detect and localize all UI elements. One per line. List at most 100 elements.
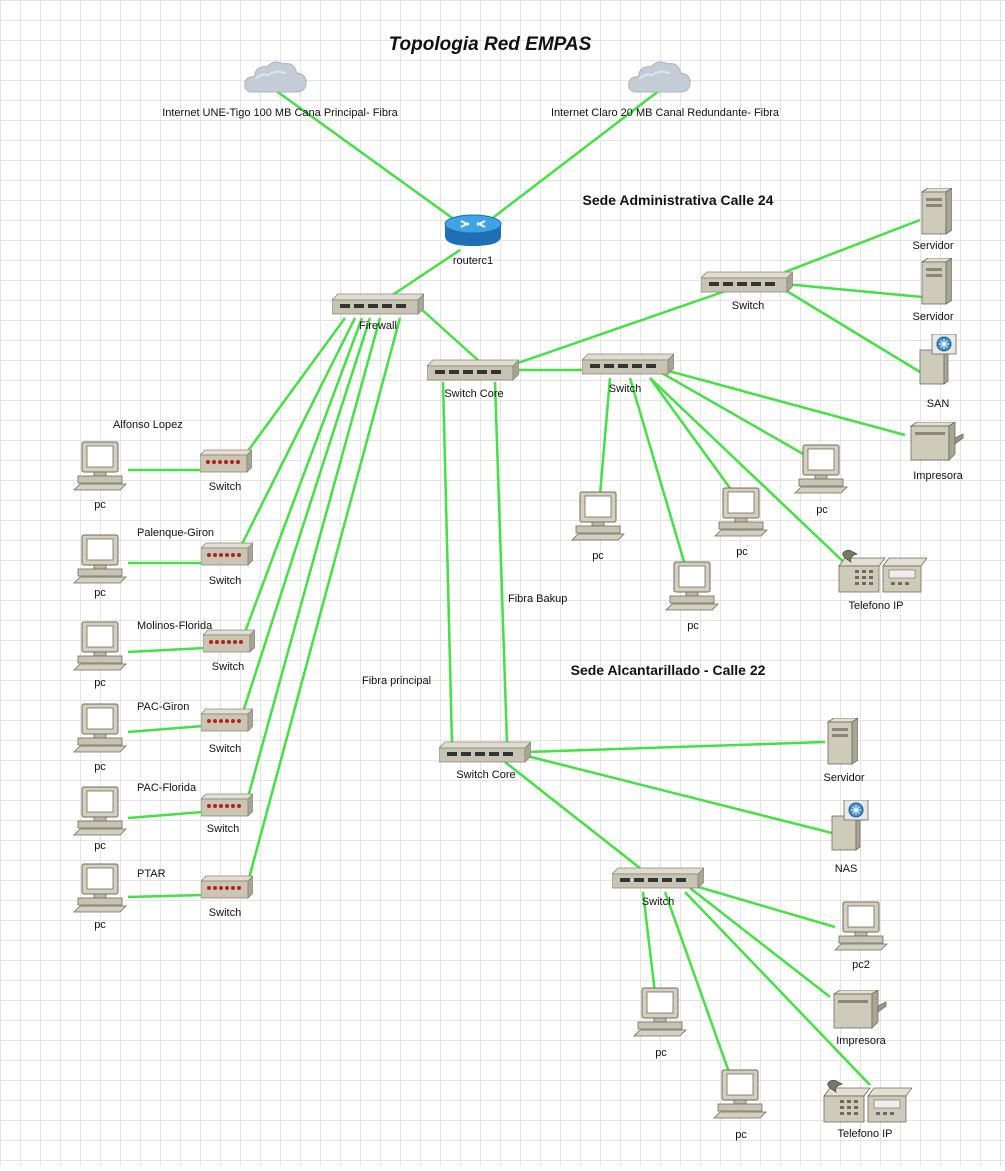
ip-phone-icon <box>823 1080 912 1123</box>
link-internet-redundant <box>489 89 661 221</box>
switch-icon <box>582 353 674 375</box>
pc2-label: pc2 <box>852 959 870 971</box>
internet-primary-label: Internet UNE-Tigo 100 MB Cana Principal-… <box>162 107 398 119</box>
pc-label: pc <box>94 677 106 689</box>
remote-site-1: Alfonso Lopez pc Switch <box>73 419 252 511</box>
pc-label: pc <box>736 546 748 558</box>
link-lan-pc2 <box>628 377 687 566</box>
site-switch-label: Switch <box>209 743 241 755</box>
firewall-label: Firewall <box>359 320 397 332</box>
link-alc-pc-b <box>663 891 732 1076</box>
link-firewall-site-5 <box>246 317 382 798</box>
link-firewall-core-admin <box>419 307 481 363</box>
pc-label: pc <box>94 840 106 852</box>
pc-icon <box>73 534 127 584</box>
remote-site-4: PAC-Giron pc Switch <box>73 701 253 773</box>
server-icon <box>827 718 858 765</box>
section-alcantarillado-label: Sede Alcantarillado - Calle 22 <box>571 662 766 678</box>
switch-servers-label: Switch <box>732 300 764 312</box>
switch-core-icon <box>439 741 531 763</box>
pc-icon <box>665 561 719 611</box>
switch-icon <box>203 629 255 653</box>
pc-icon <box>73 441 127 491</box>
site-switch-label: Switch <box>209 575 241 587</box>
link-site-6-pc <box>127 893 204 899</box>
servidor2-label: Servidor <box>913 311 954 323</box>
pc-label: pc <box>816 504 828 516</box>
router-icon <box>444 214 502 247</box>
pc-label: pc <box>687 620 699 632</box>
switch-core-alc-label: Switch Core <box>456 769 515 781</box>
remote-site-6: PTAR pc Switch <box>73 863 253 931</box>
switch-core-icon <box>427 359 519 381</box>
site-switch-label: Switch <box>209 481 241 493</box>
link-lan-telefono <box>649 377 851 569</box>
link-switch-servidor1 <box>784 218 921 274</box>
link-alc-pc-a <box>641 891 657 994</box>
link-firewall-site-2 <box>238 317 357 549</box>
section-admin-label: Sede Administrativa Calle 24 <box>583 192 774 208</box>
remote-site-2: Palenque-Giron pc Switch <box>73 527 253 599</box>
site-name-label: Alfonso Lopez <box>113 419 183 431</box>
link-lan-impresora <box>664 368 906 437</box>
pc-label: pc <box>94 499 106 511</box>
impresora-alc-label: Impresora <box>836 1035 886 1047</box>
link-fibra-principal <box>441 381 454 745</box>
switch-icon <box>201 708 253 732</box>
pc-label: pc <box>94 761 106 773</box>
servidor-alc-label: Servidor <box>824 772 865 784</box>
server-icon <box>921 188 952 235</box>
san-label: SAN <box>927 398 950 410</box>
san-storage-icon <box>919 334 957 385</box>
router-label: routerc1 <box>453 255 493 267</box>
ip-phone-icon <box>838 550 927 593</box>
link-lan-pc1 <box>598 377 612 496</box>
nas-label: NAS <box>835 863 858 875</box>
printer-icon <box>910 422 964 461</box>
link-alc-impresora <box>689 887 831 998</box>
network-links <box>127 88 926 1086</box>
pc-label: pc <box>592 550 604 562</box>
site-switch-label: Switch <box>209 907 241 919</box>
link-core-alc-nas <box>526 754 833 835</box>
telefono-alc-label: Telefono IP <box>837 1128 892 1140</box>
link-firewall-site-6 <box>246 317 402 883</box>
switch-icon <box>612 867 704 889</box>
pc-icon <box>713 1069 767 1119</box>
link-firewall-site-1 <box>243 317 347 456</box>
link-core-alc-servidor <box>526 740 826 754</box>
link-switch-san <box>784 288 926 377</box>
pc-icon <box>571 491 625 541</box>
diagram-title: Topologia Red EMPAS <box>389 34 592 55</box>
switch-alc-label: Switch <box>642 896 674 908</box>
switch-lan-label: Switch <box>609 383 641 395</box>
printer-icon <box>833 990 887 1029</box>
pc-icon <box>73 621 127 671</box>
link-router-firewall <box>384 248 461 302</box>
server-icon <box>921 258 952 305</box>
link-site-3-pc <box>127 646 206 654</box>
impresora-admin-label: Impresora <box>913 470 963 482</box>
pc-icon <box>714 487 768 537</box>
link-alc-telefono <box>684 891 871 1086</box>
pc-icon <box>834 901 888 951</box>
telefono-admin-label: Telefono IP <box>848 600 903 612</box>
site-name-label: PTAR <box>137 868 166 880</box>
pc-icon <box>633 987 687 1037</box>
fibra-bakup-label: Fibra Bakup <box>508 593 567 605</box>
fibra-principal-label: Fibra principal <box>362 675 431 687</box>
switch-icon <box>200 449 252 473</box>
switch-icon <box>201 542 253 566</box>
site-name-label: PAC-Florida <box>137 782 197 794</box>
site-name-label: Molinos-Florida <box>137 620 213 632</box>
link-internet-primary <box>274 88 456 222</box>
site-name-label: Palenque-Giron <box>137 527 214 539</box>
remote-site-5: PAC-Florida pc Switch <box>73 782 253 852</box>
nas-storage-icon <box>831 800 869 851</box>
link-fibra-bakup <box>493 381 509 745</box>
cloud-icon <box>627 61 692 94</box>
link-core-switch-servers <box>514 284 741 366</box>
pc-icon <box>73 786 127 836</box>
